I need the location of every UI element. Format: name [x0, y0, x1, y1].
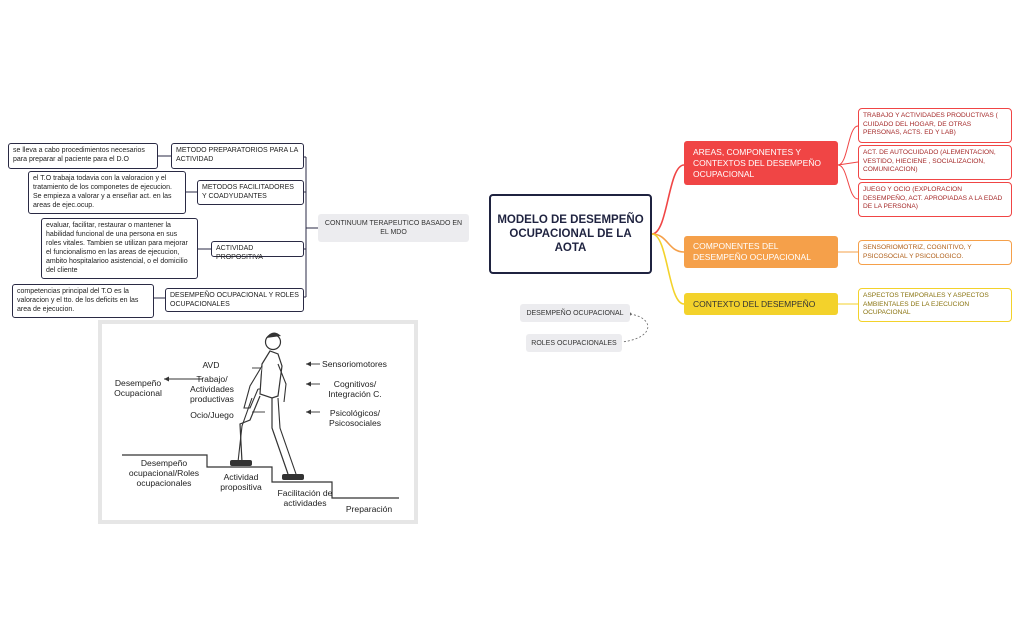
leaf-juego[interactable]: JUEGO Y OCIO (EXPLORACION DESEMPEÑO, ACT…: [858, 182, 1012, 217]
leaf-aspectos-label: ASPECTOS TEMPORALES Y ASPECTOS AMBIENTAL…: [863, 292, 989, 317]
ill-avd: AVD: [202, 360, 220, 370]
note-preparatorios[interactable]: se lleva a cabo procedimientos necesario…: [8, 143, 158, 169]
ill-desempeno: Desempeño Ocupacional: [114, 378, 162, 398]
floating-roles[interactable]: ROLES OCUPACIONALES: [526, 334, 622, 352]
ill-step3: Facilitación de actividades: [277, 488, 333, 508]
leaf-autocuidado[interactable]: ACT. DE AUTOCUIDADO (ALEMENTACION, VESTI…: [858, 145, 1012, 180]
branch-componentes-label: COMPONENTES DEL DESEMPEÑO OCUPACIONAL: [693, 241, 811, 262]
ill-step4: Preparación: [345, 504, 393, 514]
item-metodo-preparatorios[interactable]: METODO PREPARATORIOS PARA LA ACTIVIDAD: [171, 143, 304, 169]
floating-desempeno-label: DESEMPEÑO OCUPACIONAL: [526, 309, 624, 317]
item-metodos-facilitadores-label: METODOS FACILITADORES Y COADYUDANTES: [202, 184, 294, 200]
branch-areas-label: AREAS, COMPONENTES Y CONTEXTOS DEL DESEM…: [693, 146, 821, 179]
note-facilitadores[interactable]: el T.O trabaja todavia con la valoracion…: [28, 171, 186, 214]
note-desempeno-text: competencias principal del T.O es la val…: [17, 288, 139, 313]
leaf-sensoriomotriz[interactable]: SENSORIOMOTRIZ, COGNITIVO, Y PSICOSOCIAL…: [858, 240, 1012, 265]
item-desempeno-roles[interactable]: DESEMPEÑO OCUPACIONAL Y ROLES OCUPACIONA…: [165, 288, 304, 312]
leaf-autocuidado-label: ACT. DE AUTOCUIDADO (ALEMENTACION, VESTI…: [863, 149, 996, 174]
branch-componentes[interactable]: COMPONENTES DEL DESEMPEÑO OCUPACIONAL: [684, 236, 838, 268]
item-actividad-propositiva-label: ACTIVIDAD PROPOSITIVA: [216, 245, 263, 261]
model-illustration[interactable]: AVD Trabajo/ Actividades productivas Oci…: [98, 320, 418, 524]
leaf-juego-label: JUEGO Y OCIO (EXPLORACION DESEMPEÑO, ACT…: [863, 186, 1003, 211]
illustration-drawing: [122, 332, 399, 499]
floating-desempeno[interactable]: DESEMPEÑO OCUPACIONAL: [520, 304, 630, 322]
note-preparatorios-text: se lleva a cabo procedimientos necesario…: [13, 147, 145, 163]
ill-ocio: Ocio/Juego: [190, 410, 234, 420]
floating-roles-label: ROLES OCUPACIONALES: [531, 339, 617, 347]
branch-areas[interactable]: AREAS, COMPONENTES Y CONTEXTOS DEL DESEM…: [684, 141, 838, 185]
branch-contexto-label: CONTEXTO DEL DESEMPEÑO: [693, 298, 816, 309]
ill-step2: Actividad propositiva: [220, 472, 262, 492]
leaf-sensoriomotriz-label: SENSORIOMOTRIZ, COGNITIVO, Y PSICOSOCIAL…: [863, 244, 972, 260]
ill-trabajo: Trabajo/ Actividades productivas: [190, 374, 234, 404]
note-propositiva-text: evaluar, facilitar, restaurar o mantener…: [46, 222, 188, 274]
central-topic-label: MODELO DE DESEMPEÑO OCUPACIONAL DE LA AO…: [497, 214, 644, 254]
leaf-trabajo[interactable]: TRABAJO Y ACTIVIDADES PRODUCTIVAS ( CUID…: [858, 108, 1012, 143]
ill-sensorio: Sensoriomotores: [322, 359, 387, 369]
item-metodo-preparatorios-label: METODO PREPARATORIOS PARA LA ACTIVIDAD: [176, 147, 298, 163]
central-topic[interactable]: MODELO DE DESEMPEÑO OCUPACIONAL DE LA AO…: [489, 194, 652, 274]
left-root[interactable]: CONTINUUM TERAPEUTICO BASADO EN EL MDO: [318, 214, 469, 242]
ill-cognitivos: Cognitivos/ Integración C.: [328, 379, 382, 399]
ill-psicologicos: Psicológicos/ Psicosociales: [328, 408, 382, 428]
note-facilitadores-text: el T.O trabaja todavia con la valoracion…: [33, 175, 172, 209]
item-metodos-facilitadores[interactable]: METODOS FACILITADORES Y COADYUDANTES: [197, 180, 304, 205]
branch-contexto[interactable]: CONTEXTO DEL DESEMPEÑO: [684, 293, 838, 315]
leaf-trabajo-label: TRABAJO Y ACTIVIDADES PRODUCTIVAS ( CUID…: [863, 112, 998, 137]
leaf-aspectos[interactable]: ASPECTOS TEMPORALES Y ASPECTOS AMBIENTAL…: [858, 288, 1012, 322]
ill-step1: Desempeño ocupacional/Roles ocupacionale…: [128, 458, 200, 488]
item-actividad-propositiva[interactable]: ACTIVIDAD PROPOSITIVA: [211, 241, 304, 261]
item-desempeno-roles-label: DESEMPEÑO OCUPACIONAL Y ROLES OCUPACIONA…: [170, 292, 299, 308]
note-desempeno[interactable]: competencias principal del T.O es la val…: [12, 284, 154, 318]
note-propositiva[interactable]: evaluar, facilitar, restaurar o mantener…: [41, 218, 198, 279]
left-root-label: CONTINUUM TERAPEUTICO BASADO EN EL MDO: [324, 220, 463, 236]
